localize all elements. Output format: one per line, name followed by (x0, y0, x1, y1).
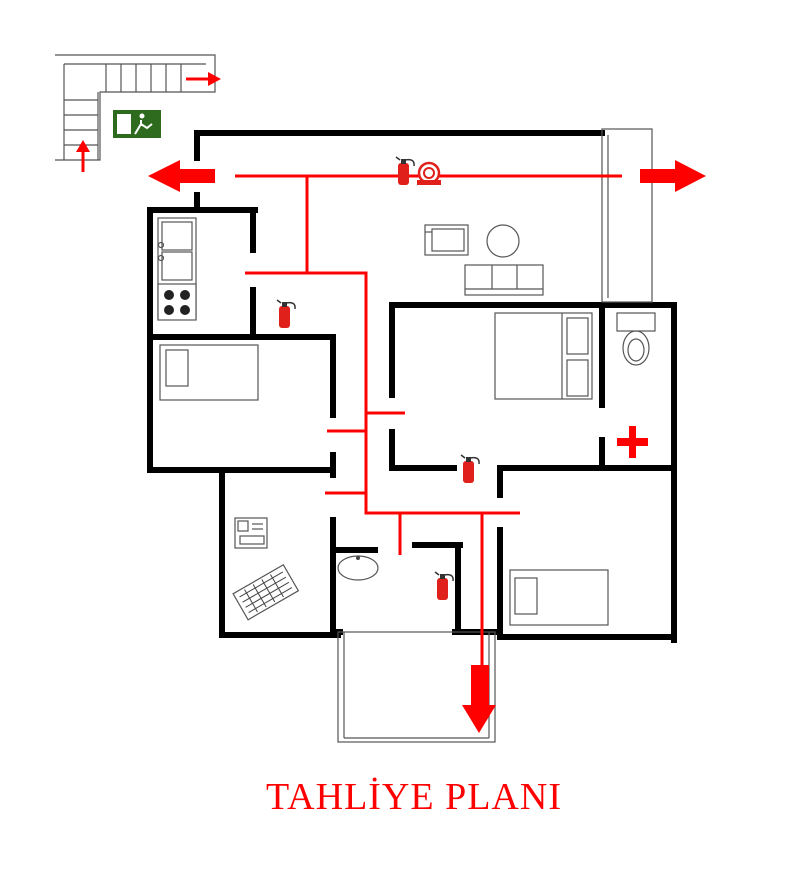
stair-up-arrow-icon (76, 140, 90, 172)
telephone-icon (234, 517, 268, 549)
exit-arrow-icon (148, 160, 215, 192)
fire-extinguisher-icon (395, 156, 415, 185)
fire-alarm-bell-icon (417, 161, 441, 185)
staircase-legend (55, 54, 221, 172)
round-table-icon (486, 224, 520, 258)
stove-icon (164, 290, 190, 315)
fire-extinguisher-icon (460, 454, 480, 483)
first-aid-cross-icon (617, 426, 648, 458)
armchair-icon (424, 224, 469, 256)
bed-icon (159, 344, 259, 401)
exit-sign-icon (113, 110, 161, 138)
fire-extinguisher-icon (434, 571, 454, 600)
exit-arrow-icon (640, 160, 706, 192)
stair-right-arrow-icon (186, 72, 221, 86)
kitchen-counter (157, 217, 197, 321)
balcony (601, 128, 653, 303)
bed-icon (509, 569, 609, 626)
double-bed-icon (494, 312, 593, 400)
plan-title: TAHLİYE PLANI (266, 776, 562, 818)
computer-keyboard-icon (232, 563, 300, 621)
fire-extinguisher-icon (276, 299, 296, 328)
toilet-icon (616, 312, 656, 366)
exit-arrow-icon (462, 665, 496, 733)
sofa-icon (464, 264, 544, 296)
walls (147, 130, 677, 643)
sink-icon (337, 555, 379, 581)
